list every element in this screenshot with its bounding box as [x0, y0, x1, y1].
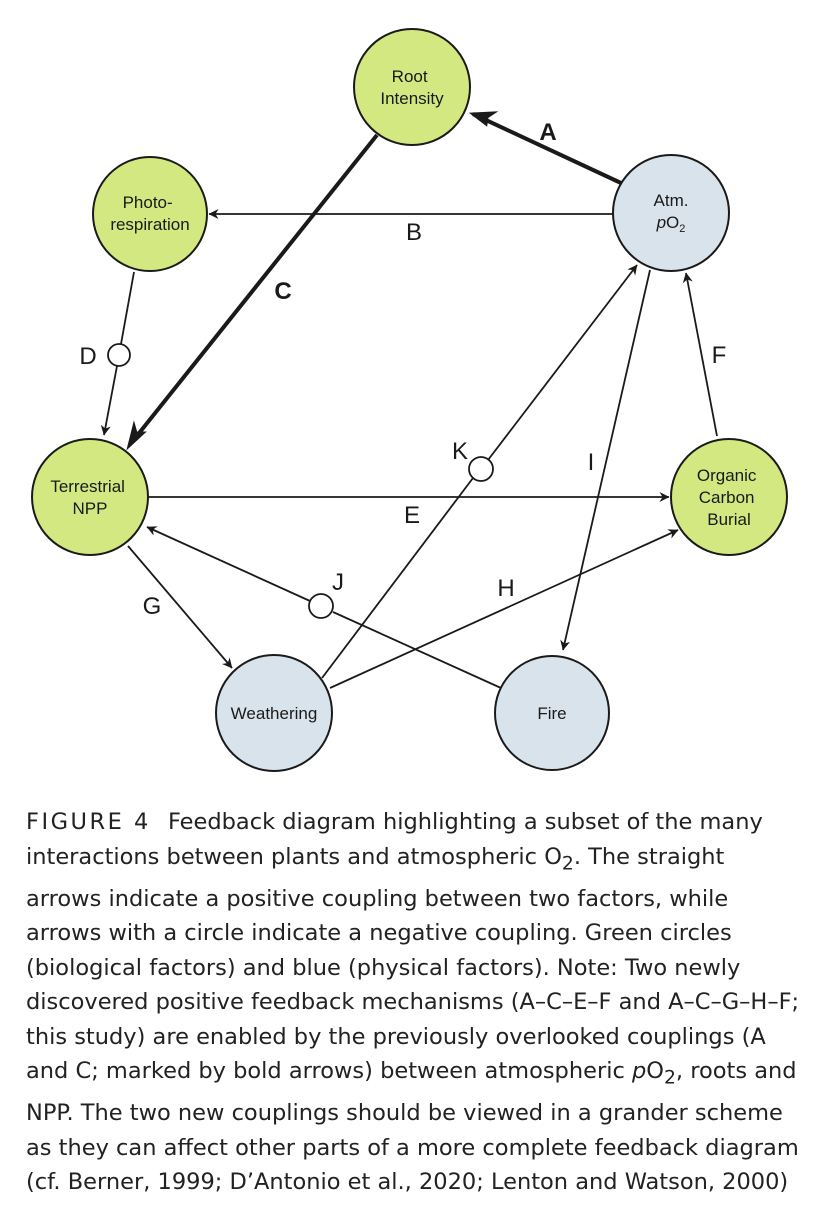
node-terrestrial-npp: Terrestrial NPP	[31, 438, 149, 556]
edge-label-e: E	[404, 502, 420, 529]
edge-label-f: F	[712, 342, 727, 369]
node-weathering-line1: Weathering	[231, 704, 318, 723]
node-root-intensity: Root Intensity	[353, 28, 471, 146]
edge-h-line	[329, 529, 679, 689]
node-organic-carbon-burial: Organic Carbon Burial	[670, 438, 788, 556]
node-fire-label: Fire	[537, 704, 566, 723]
node-atm-po2-subscript: 2	[679, 223, 685, 235]
node-terrestrial-npp-line1: Terrestrial	[50, 477, 125, 496]
edge-i-line	[560, 269, 651, 651]
caption-part1: Feedback diagram highlighting a subset o…	[26, 809, 763, 870]
node-root-intensity-line2: Intensity	[380, 89, 444, 108]
node-photorespiration-line1: Photo-	[123, 193, 173, 212]
figure-caption: FIGURE 4 Feedback diagram highlighting a…	[26, 805, 801, 1200]
edge-c-line	[130, 133, 379, 444]
node-organic-carbon-burial-line1: Organic	[697, 466, 757, 485]
edge-k-line-top	[487, 264, 638, 461]
edge-label-b: B	[406, 219, 422, 246]
node-atm-po2-label: Atm.	[654, 191, 689, 210]
node-weathering: Weathering	[215, 654, 333, 772]
node-photorespiration-circle	[92, 156, 208, 272]
feedback-diagram: A B C D E F G H I J K Root Intensity Pho…	[31, 28, 788, 772]
node-atm-po2-o: O	[666, 213, 679, 232]
node-atm-po2-line2: pO2	[656, 213, 686, 235]
caption-o-letter: O	[646, 1058, 664, 1084]
node-weathering-circle	[215, 654, 333, 772]
caption-subscript-1: 2	[561, 853, 574, 874]
node-organic-carbon-burial-label: Organic Carbon Burial	[697, 466, 761, 529]
node-atm-po2-italic-p: p	[656, 213, 666, 232]
edge-label-c: C	[274, 278, 291, 305]
edge-d-line-top	[120, 271, 135, 345]
node-atm-po2-line1: Atm.	[654, 191, 689, 210]
node-root-intensity-label: Root Intensity	[380, 67, 444, 108]
nodes-layer: Root Intensity Photo- respiration Atm. p…	[31, 28, 788, 772]
edge-g-line	[127, 545, 233, 669]
node-terrestrial-npp-circle	[31, 438, 149, 556]
edge-a-arrowhead	[468, 111, 499, 127]
figure-label: FIGURE 4	[26, 809, 151, 835]
edge-labels-layer: A B C D E F G H I J K	[79, 119, 726, 620]
edge-label-j: J	[332, 569, 344, 596]
edge-j-line-right	[332, 611, 502, 689]
node-photorespiration-line2: respiration	[110, 215, 189, 234]
edge-a-line	[472, 112, 622, 185]
edge-label-g: G	[143, 593, 162, 620]
node-photorespiration: Photo- respiration	[92, 156, 208, 272]
edge-label-k: K	[452, 438, 468, 465]
node-fire-circle	[494, 655, 610, 771]
edge-label-a: A	[539, 119, 556, 146]
edge-label-h: H	[497, 575, 514, 602]
edge-j-negative-circle	[308, 593, 334, 619]
caption-subscript-2: 2	[663, 1067, 676, 1089]
edge-label-d: D	[79, 343, 96, 370]
caption-part2: . The straight arrows indicate a positiv…	[26, 843, 800, 1085]
edge-c-arrowhead	[126, 420, 147, 451]
node-organic-carbon-burial-circle	[670, 438, 788, 556]
node-photorespiration-label: Photo- respiration	[110, 193, 189, 234]
node-organic-carbon-burial-line2: Carbon	[699, 488, 755, 507]
edge-f-line	[682, 272, 718, 437]
edge-d-line-bottom	[100, 365, 118, 436]
edges-layer	[100, 111, 718, 689]
node-weathering-label: Weathering	[231, 704, 318, 723]
edge-d-negative-circle	[107, 343, 131, 367]
node-fire-line1: Fire	[537, 704, 566, 723]
node-root-intensity-line1: Root	[392, 67, 428, 86]
edge-j-line-left	[146, 526, 311, 602]
node-terrestrial-npp-label: Terrestrial NPP	[50, 477, 129, 518]
caption-part3: , roots and NPP. The two new couplings s…	[26, 1058, 799, 1195]
node-atm-po2: Atm. pO2	[612, 154, 730, 272]
node-terrestrial-npp-line2: NPP	[73, 499, 108, 518]
node-organic-carbon-burial-line3: Burial	[707, 510, 750, 529]
edge-label-i: I	[588, 449, 595, 476]
edge-k-negative-circle	[468, 456, 494, 482]
edge-k-line-bottom	[321, 477, 474, 679]
node-root-intensity-circle	[353, 28, 471, 146]
node-atm-po2-circle	[612, 154, 730, 272]
caption-italic-p: p	[631, 1058, 647, 1084]
node-fire: Fire	[494, 655, 610, 771]
